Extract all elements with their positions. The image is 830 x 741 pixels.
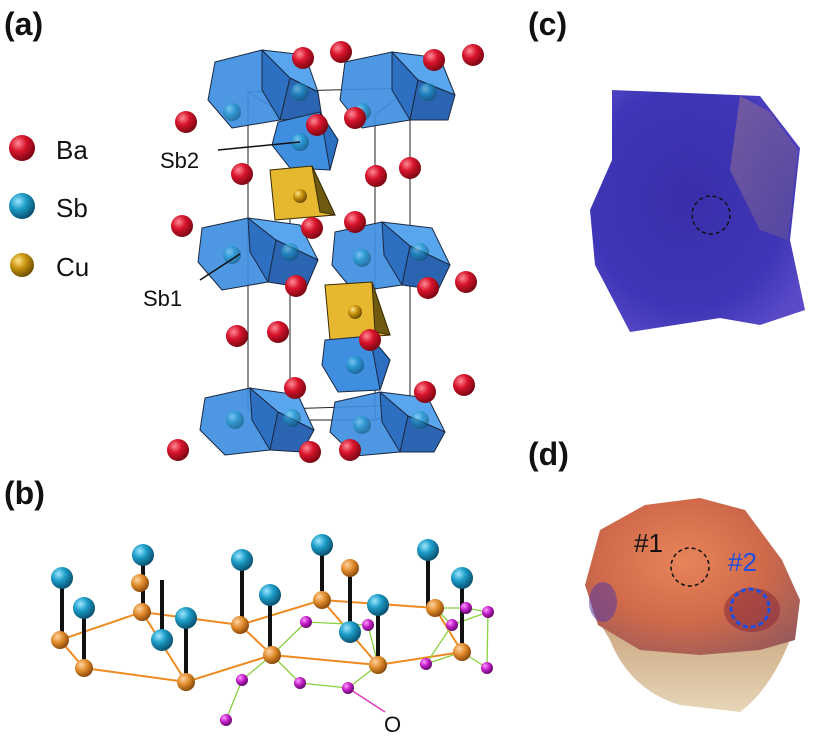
spot-1-label: #1 xyxy=(634,528,663,558)
legend-sphere-sb xyxy=(9,193,35,219)
crystal-d-spot-2 xyxy=(729,587,771,629)
octahedra-layer-top xyxy=(207,49,456,129)
panel-label-d: (d) xyxy=(528,436,569,472)
crystal-d-spot-1 xyxy=(670,547,710,587)
crystal-d-purple-edge xyxy=(589,582,617,622)
legend-sphere-cu xyxy=(10,253,34,277)
panel-label-a: (a) xyxy=(4,6,44,42)
legend-label-ba: Ba xyxy=(56,135,88,165)
panel-label-c: (c) xyxy=(528,6,568,42)
panel-label-b: (b) xyxy=(4,475,45,511)
panel-b-chain: O xyxy=(51,534,494,737)
panel-c-crystal xyxy=(590,90,805,332)
spot-2-label: #2 xyxy=(728,547,757,577)
cu-atom-upper xyxy=(293,189,307,203)
crystal-c-facet xyxy=(730,96,798,240)
sb-atoms-structure xyxy=(223,83,437,434)
oxygen-pointer-line xyxy=(347,687,386,713)
sb2-pointer-line xyxy=(217,141,301,151)
sb-atoms-chain xyxy=(51,534,473,651)
cu-atoms-chain xyxy=(51,559,471,691)
oxygen-atoms-chain xyxy=(220,602,494,726)
sb1-label: Sb1 xyxy=(143,286,182,311)
legend-label-cu: Cu xyxy=(56,252,90,282)
crystal-d-body xyxy=(585,498,800,655)
panel-a-structure: Sb2 Sb1 xyxy=(9,41,484,463)
panel-d-crystal: #1 #2 xyxy=(585,498,800,712)
cu-atom-lower xyxy=(348,305,362,319)
legend-label-sb: Sb xyxy=(56,193,88,223)
legend-sphere-ba xyxy=(9,135,35,161)
crystal-c-spot xyxy=(691,195,731,235)
cu-net-bonds xyxy=(59,598,464,684)
ba-atoms-structure xyxy=(167,41,484,463)
sb1-pointer-line xyxy=(199,253,241,281)
sb2-label: Sb2 xyxy=(160,148,199,173)
oxygen-label: O xyxy=(384,712,401,737)
